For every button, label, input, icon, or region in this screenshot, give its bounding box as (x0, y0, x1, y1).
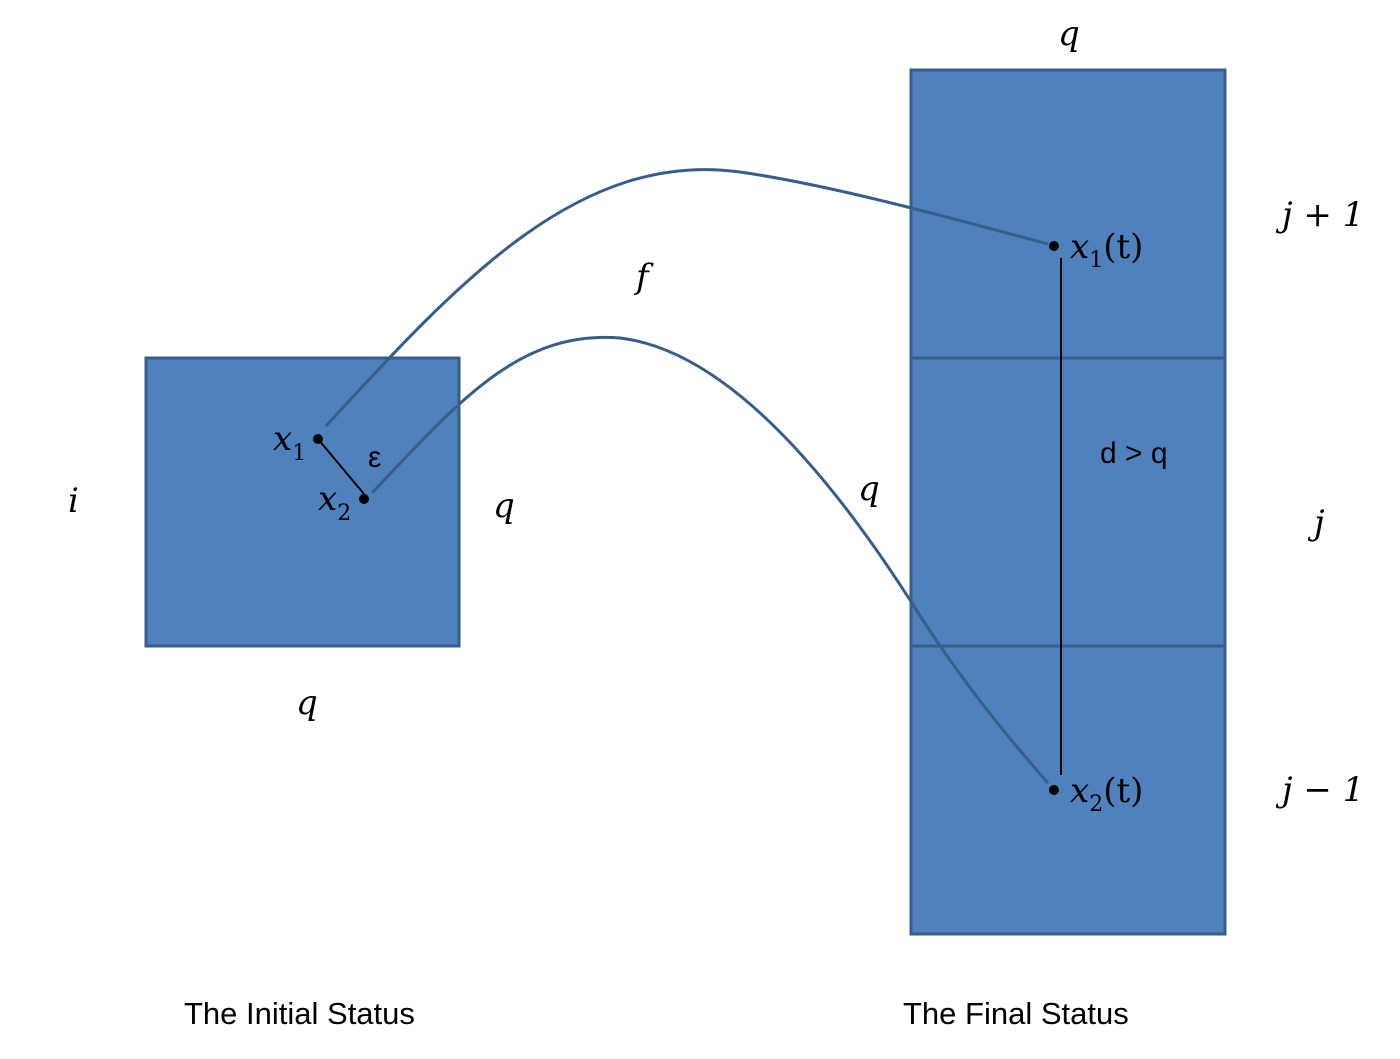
point-x1 (313, 434, 323, 444)
label-row-bottom: j − 1 (1275, 770, 1364, 810)
final-column (909, 68, 1227, 936)
label-x2: x2 (318, 479, 351, 526)
label-x1-t: x1(t) (1070, 227, 1143, 273)
label-x2-t: x2(t) (1070, 771, 1143, 817)
caption-initial-status: The Initial Status (184, 996, 415, 1031)
epsilon-segment (317, 438, 365, 495)
label-x1: x1 (273, 419, 306, 466)
label-initial-side-q: q (493, 486, 515, 526)
point-x1-t (1049, 241, 1059, 251)
label-epsilon: ε (368, 441, 381, 474)
label-initial-bottom-q: q (296, 683, 318, 723)
label-row-middle: j (1307, 503, 1325, 543)
label-f: f (633, 257, 654, 297)
mapping-curve-x2 (370, 335, 1050, 784)
point-x2 (359, 494, 369, 504)
label-mapping-q: q (858, 469, 880, 509)
mapping-curve-x1 (324, 168, 1049, 428)
label-row-top: j + 1 (1275, 195, 1364, 235)
label-final-top-q: q (1058, 14, 1080, 54)
point-x2-t (1049, 785, 1059, 795)
label-i: i (68, 481, 79, 521)
label-distance: d > q (1100, 437, 1168, 470)
initial-square (144, 356, 461, 648)
caption-final-status: The Final Status (903, 996, 1129, 1031)
